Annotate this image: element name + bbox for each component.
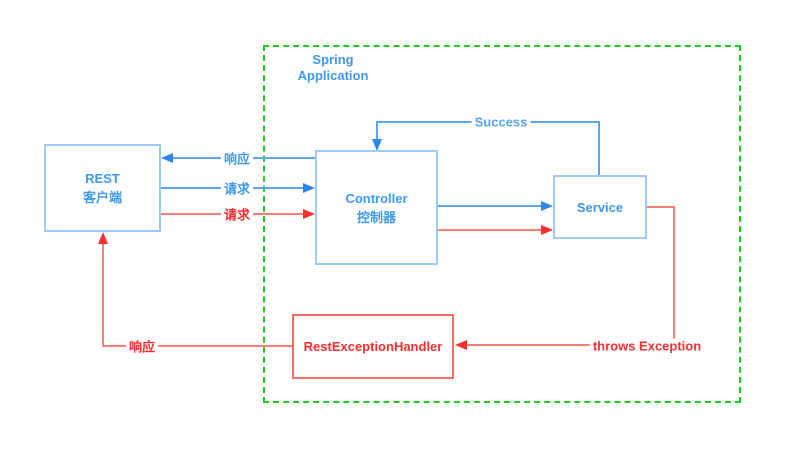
edge-call-red-line [438,229,542,231]
edge-throws-exception-line-horizontal [466,344,675,346]
node-controller-line2: 控制器 [356,209,396,225]
edge-throws-exception-arrowhead [455,340,467,350]
node-rest-client-line2: 客户端 [82,190,122,205]
edge-request-red-arrowhead [303,209,315,219]
edge-throws-exception-line-top [647,206,675,208]
node-controller: Controller 控制器 [315,150,438,265]
edge-throws-exception-label: throws Exception [589,338,705,354]
spring-application-frame [263,45,741,403]
edge-response-red-line-vertical [102,243,104,347]
edge-request-red-label: 请求 [220,204,254,224]
node-rest-exception-handler-label: RestExceptionHandler [303,339,443,354]
spring-application-label-line2: Application [297,68,369,83]
edge-response-red-line-horizontal [103,345,292,347]
node-rest-exception-handler: RestExceptionHandler [292,314,454,379]
node-service: Service [553,175,647,239]
edge-response-blue-label: 响应 [220,148,254,168]
edge-call-blue-line [438,205,542,207]
node-rest-client: REST 客户端 [44,144,161,232]
edge-response-blue-arrowhead [161,153,173,163]
node-rest-client-line1: REST [85,171,120,186]
edge-request-blue-label: 请求 [220,178,254,198]
edge-call-blue-arrowhead [541,201,553,211]
spring-application-label: Spring Application [268,52,398,84]
edge-success-line-right-vertical [598,121,600,175]
edge-throws-exception-line-vertical [673,206,675,346]
edge-response-red-label: 响应 [125,336,159,356]
edge-success-arrowhead [372,139,382,151]
node-service-label: Service [576,199,624,215]
spring-application-label-line1: Spring [312,52,354,67]
edge-success-label: Success [471,114,531,130]
edge-call-red-arrowhead [541,225,553,235]
edge-request-blue-arrowhead [303,183,315,193]
node-controller-line1: Controller [345,190,408,206]
edge-success-line-left-vertical [376,121,378,140]
edge-response-red-arrowhead [98,232,108,244]
